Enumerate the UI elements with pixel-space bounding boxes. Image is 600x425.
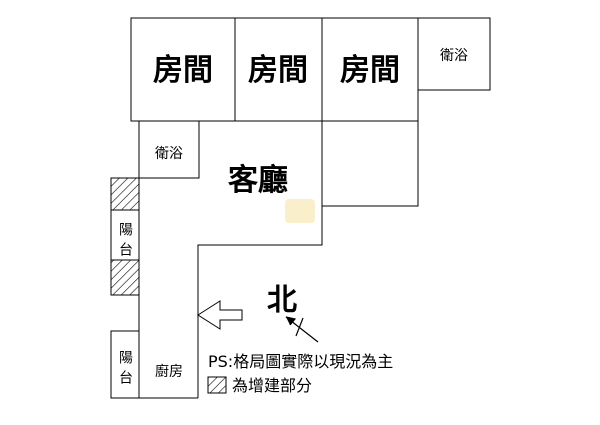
- north-arrow-icon: [285, 316, 319, 343]
- ps-note: PS:格局圖實際以現況為主: [208, 352, 393, 371]
- room-3-label: 房間: [340, 53, 400, 88]
- bath-top-right-outline: [417, 17, 491, 91]
- entrance-arrow-icon: [197, 300, 243, 330]
- room-1-label: 房間: [153, 53, 213, 88]
- living-room-label: 客廳: [228, 163, 288, 198]
- hatch-balcony-bottom: [110, 259, 140, 296]
- balcony-lower-label: 陽台: [117, 350, 133, 390]
- hatch-balcony-top: [110, 177, 140, 211]
- bath-top-right-label: 衛浴: [440, 48, 468, 64]
- room-2-label: 房間: [248, 53, 308, 88]
- balcony-upper-label: 陽台: [117, 222, 133, 262]
- bath-left-label: 衛浴: [155, 146, 183, 162]
- living-room-step-wall: [197, 206, 323, 398]
- north-label: 北: [267, 283, 297, 318]
- kitchen-label: 廚房: [155, 363, 183, 380]
- bath-left-outline: [138, 120, 200, 179]
- legend-swatch: [207, 376, 227, 394]
- right-wall: [321, 90, 419, 207]
- legend-label: 為增建部分: [232, 376, 312, 395]
- watermark-mark: [285, 199, 315, 223]
- balcony-lower-outline: [110, 330, 140, 399]
